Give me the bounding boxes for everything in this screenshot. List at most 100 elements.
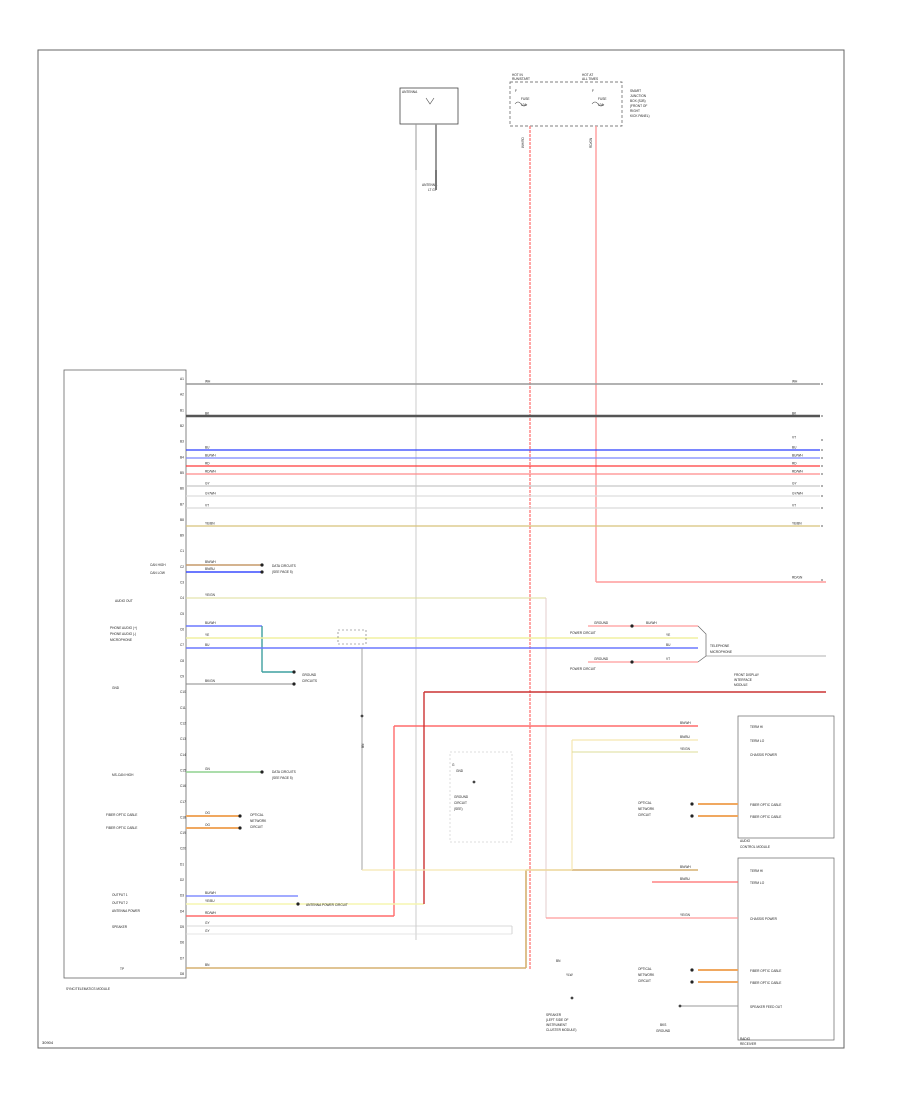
diagram-frame <box>37 49 845 1049</box>
svg-text:HOT AT: HOT AT <box>582 73 593 77</box>
bus-terminal <box>821 507 823 509</box>
speaker-wire: BN <box>186 869 698 969</box>
svg-text:CHASSIS POWER: CHASSIS POWER <box>750 753 778 757</box>
svg-text:CHASSIS POWER: CHASSIS POWER <box>750 917 778 921</box>
svg-text:RECEIVER: RECEIVER <box>740 1042 757 1046</box>
page-code: 30904 <box>42 1040 54 1045</box>
svg-text:YE/GN: YE/GN <box>205 593 216 597</box>
pin-number: C2 <box>180 565 184 569</box>
pin-number: C10 <box>180 690 186 694</box>
svg-text:NETWORK: NETWORK <box>638 973 655 977</box>
svg-text:KICK PANEL): KICK PANEL) <box>630 114 650 118</box>
svg-text:BU: BU <box>666 643 671 647</box>
svg-text:F: F <box>592 89 594 93</box>
pin-number: C19 <box>180 831 186 835</box>
pin-number: D7 <box>180 956 184 960</box>
svg-text:YE/GN: YE/GN <box>680 747 691 751</box>
svg-text:VT: VT <box>666 657 670 661</box>
pin-number: D2 <box>180 878 184 882</box>
bus-wire-label: BU/WH <box>205 454 216 458</box>
pin-number: D3 <box>180 894 184 898</box>
svg-text:BN/BU: BN/BU <box>680 735 690 739</box>
svg-text:FIBER OPTIC CABLE: FIBER OPTIC CABLE <box>750 815 781 819</box>
svg-text:BN/WH: BN/WH <box>680 865 691 869</box>
svg-text:10A: 10A <box>598 103 605 107</box>
bus-wire-label: YE/BN <box>205 522 215 526</box>
pin-number: C6 <box>180 628 184 632</box>
bus-right-label: RD <box>792 462 797 466</box>
pin-number: D8 <box>180 972 184 976</box>
svg-text:FUSE: FUSE <box>598 97 607 101</box>
svg-text:BKS: BKS <box>660 1023 666 1027</box>
pin-number: B6 <box>180 487 184 491</box>
bus-wire-label: RD <box>205 462 210 466</box>
svg-text:NETWORK: NETWORK <box>638 807 655 811</box>
svg-text:RUN/START: RUN/START <box>512 77 530 81</box>
pin-number: C14 <box>180 753 186 757</box>
svg-text:FIBER OPTIC CABLE: FIBER OPTIC CABLE <box>750 969 781 973</box>
antenna-title: ANTENNA <box>402 90 418 94</box>
bus-right-label: RD/WH <box>792 470 803 474</box>
pin-number: C13 <box>180 737 186 741</box>
bus-terminal <box>821 495 823 497</box>
bus-right-label: RD/GN <box>792 576 803 580</box>
can-branch: BN/WH BN/BU DATA CIRCUITS (SEE PAGE 5) <box>186 560 296 574</box>
bus-terminal <box>821 439 823 441</box>
bus-right-label: BU/WH <box>792 454 803 458</box>
svg-text:GY: GY <box>205 929 210 933</box>
svg-text:GY: GY <box>205 921 210 925</box>
svg-text:OUTPUT 2: OUTPUT 2 <box>112 901 128 905</box>
svg-text:BK/GN: BK/GN <box>205 679 216 683</box>
svg-text:BN: BN <box>361 743 365 748</box>
main-module-box <box>63 369 187 979</box>
svg-text:BN: BN <box>556 959 561 963</box>
svg-text:TP: TP <box>120 967 124 971</box>
svg-text:BN: BN <box>205 963 210 967</box>
ms-can-branch: GN DATA CIRCUITS (SEE PAGE 5) <box>186 767 296 780</box>
svg-text:FUSE: FUSE <box>521 97 530 101</box>
svg-text:SPEAKER: SPEAKER <box>112 925 128 929</box>
bus-wire-label: GY/WH <box>205 492 216 496</box>
left-labels: CAN HIGH CAN LOW AUDIO OUT PHONE AUDIO (… <box>106 563 166 971</box>
antenna-icon <box>425 97 435 105</box>
bus-wire-label: BK <box>205 412 210 416</box>
pin-number: C12 <box>180 722 186 726</box>
pin-number: D4 <box>180 909 184 913</box>
bus-wire-label: BU <box>205 446 210 450</box>
svg-text:CIRCUIT: CIRCUIT <box>638 979 651 983</box>
antenna-wire-note: LT GY <box>428 188 438 192</box>
pin-number: A1 <box>180 377 184 381</box>
main-module-label: SYNC/TELEMATICS MODULE <box>66 987 110 991</box>
pin-number: C17 <box>180 800 186 804</box>
svg-text:OG: OG <box>205 811 210 815</box>
svg-text:TERM LO: TERM LO <box>750 881 765 885</box>
svg-text:G: G <box>452 763 455 767</box>
bus-terminal <box>821 525 823 527</box>
svg-text:MS-CAN HIGH: MS-CAN HIGH <box>112 773 134 777</box>
svg-text:RD/WH: RD/WH <box>205 911 216 915</box>
mic-splice <box>337 629 367 645</box>
bus-right-label: YE/BN <box>792 522 802 526</box>
telephone-microphone: GROUND POWER CIRCUIT GROUND POWER CIRCUI… <box>570 621 826 671</box>
svg-text:AUDIO OUT: AUDIO OUT <box>115 599 133 603</box>
svg-text:POWER CIRCUIT: POWER CIRCUIT <box>570 667 596 671</box>
pin-number: B7 <box>180 502 184 506</box>
bus-terminal <box>821 383 823 385</box>
svg-text:SMART: SMART <box>630 89 641 93</box>
svg-text:MICROPHONE: MICROPHONE <box>710 650 732 654</box>
bus-right-label: VT <box>792 504 796 508</box>
pin-number: C18 <box>180 815 186 819</box>
antenna-component: ANTENNA ANTENNA LT GY <box>399 87 459 192</box>
svg-text:OPTICAL: OPTICAL <box>638 967 652 971</box>
svg-text:TELEPHONE: TELEPHONE <box>710 644 729 648</box>
pin-number: C15 <box>180 768 186 772</box>
svg-text:BN/WH: BN/WH <box>680 721 691 725</box>
svg-text:CONTROL MODULE: CONTROL MODULE <box>740 845 770 849</box>
svg-text:OG: OG <box>205 823 210 827</box>
svg-text:BN/WH: BN/WH <box>205 560 216 564</box>
pin-number: C7 <box>180 643 184 647</box>
svg-text:RD/GN: RD/GN <box>589 137 593 148</box>
bus-right-label: GY/WH <box>792 492 803 496</box>
pin-number: B4 <box>180 455 184 459</box>
svg-text:(LEFT SIDE OF: (LEFT SIDE OF <box>546 1018 568 1022</box>
